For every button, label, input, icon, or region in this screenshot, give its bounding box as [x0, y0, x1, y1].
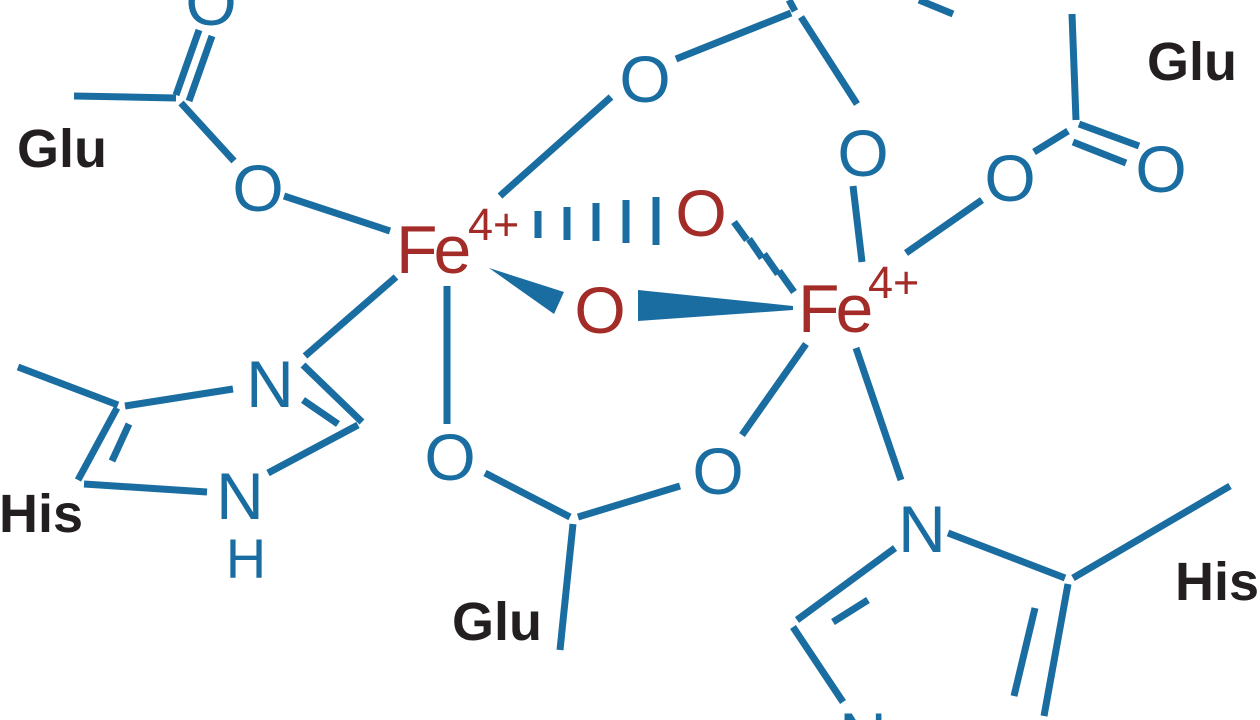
top-edge-chain-stub [917, 0, 955, 18]
hisR-nh-nitrogen-label-cut: N [839, 699, 887, 720]
his-right-group: N N His [790, 346, 1259, 720]
fe-right-group: Fe 4+ [798, 257, 919, 347]
gluB-oxygen-carbon-bond [483, 469, 572, 521]
hisL-nh-hydrogen-label: H [226, 527, 266, 590]
gluB-oxygen-feR-bond [739, 341, 809, 438]
fe-left-charge: 4+ [468, 199, 519, 250]
feL-hisL-nitrogen-bond [302, 274, 399, 359]
hash-tick [761, 251, 781, 277]
hisL-ring-double-bond-c4c5-b [108, 422, 133, 463]
glu-top-right-residue-label: Glu [1147, 32, 1237, 92]
gluTR-carbonyl-double-bond-a [1077, 120, 1141, 150]
gluB-oxygen-left-label: O [424, 420, 475, 494]
his-left-residue-label: His [0, 484, 83, 544]
bridging-oxo-top-label: O [675, 176, 726, 250]
hisR-ring-double-bond-c2c-b [1010, 607, 1039, 697]
fe-right-label: Fe [798, 271, 871, 347]
fe-left-label: Fe [396, 212, 469, 288]
hisR-ring-double-bond-nc4-a [794, 545, 898, 623]
glu-top-right-group: O O Glu [903, 13, 1237, 256]
bridge-oxygen-feR-bond [849, 185, 866, 263]
glu-top-left-residue-label: Glu [17, 119, 107, 179]
glu-top-left-group: O O Glu [17, 0, 392, 235]
hash-tick [746, 237, 765, 260]
hisR-methyl-bond [1071, 482, 1232, 582]
top-bridging-carboxylate-group: O O [497, 0, 955, 263]
wedge-bond-oxoBottom-feR [638, 290, 793, 321]
bridge-oxygen-right-label: O [837, 116, 888, 190]
hisL-coordinating-nitrogen-label: N [246, 347, 294, 421]
hisL-nh-nitrogen-label: N [216, 459, 264, 533]
hisR-ring-double-bond-c2c-a [1040, 583, 1072, 717]
gluTL-carbonyl-double-bond-b [185, 34, 216, 103]
gluB-oxygen-right-label: O [692, 434, 743, 508]
fe-left-group: Fe 4+ [396, 199, 519, 288]
gluTR-oxygen-fe-bond [903, 197, 985, 256]
gluTL-oxygen-fe-bond [282, 192, 392, 235]
bridge-oxygen-left-label: O [619, 42, 670, 116]
bridging-oxo-bottom-label: O [574, 273, 625, 347]
his-right-residue-label: His [1175, 552, 1259, 612]
hisL-ring-double-bond-c4c5-a [74, 406, 121, 482]
gluTR-carbon-ester-bond [1032, 128, 1070, 155]
his-left-group: N N H His [0, 274, 399, 590]
bridge-oxygen-carbon-bond [674, 9, 793, 63]
wedge-bond-feL-oxoBottom [489, 268, 564, 314]
hash-tick [731, 219, 750, 243]
hisR-ring-bond-c4-c5 [790, 625, 846, 704]
hisR-coordinating-nitrogen-label: N [898, 492, 946, 566]
hisL-ring-bond-n1-c2 [266, 421, 360, 477]
feL-bridge-oxygen-bond [497, 94, 614, 199]
gluTL-carbonyl-oxygen-label: O [185, 0, 236, 39]
oxo-core-group: O O [489, 176, 797, 347]
gluTR-carbonyl-oxygen-label: O [1135, 132, 1186, 206]
hash-tick [776, 268, 797, 295]
feR-hisR-nitrogen-bond [852, 346, 905, 482]
glu-bottom-group: O O Glu [424, 286, 809, 652]
glu-bottom-residue-label: Glu [452, 592, 542, 652]
hashed-bond-oxoTop-feR [731, 219, 797, 295]
hisR-ring-double-bond-nc4-b [831, 597, 870, 625]
hisL-ring-bond-c5-n1 [83, 480, 208, 496]
hisL-methyl-bond [16, 363, 120, 409]
hisL-ring-bond-n-c4 [124, 385, 234, 410]
bridge-carbon-chain-stub [785, 0, 799, 13]
gluB-chain-bond [556, 523, 577, 651]
gluTL-chain-bond [73, 92, 177, 102]
hisR-ring-bond-n-c2 [946, 529, 1067, 582]
gluTR-carbonyl-double-bond-b [1071, 138, 1128, 167]
bridge-carbon-oxygen-bond [798, 15, 860, 106]
gluTR-chain-bond [1068, 13, 1080, 121]
hashed-bond-feL-oxoTop [534, 197, 660, 245]
gluTL-ester-bond [178, 100, 237, 164]
gluTL-coordinating-oxygen-label: O [232, 151, 283, 225]
gluTL-carbonyl-double-bond-a [172, 28, 203, 97]
hisL-ring-double-bond-c2n-b [301, 397, 340, 427]
gluTR-coordinating-oxygen-label: O [984, 141, 1035, 215]
hisL-ring-double-bond-c2n-a [300, 362, 365, 425]
fe-right-charge: 4+ [868, 257, 919, 308]
gluB-carbon-oxygen-bond [576, 482, 682, 521]
